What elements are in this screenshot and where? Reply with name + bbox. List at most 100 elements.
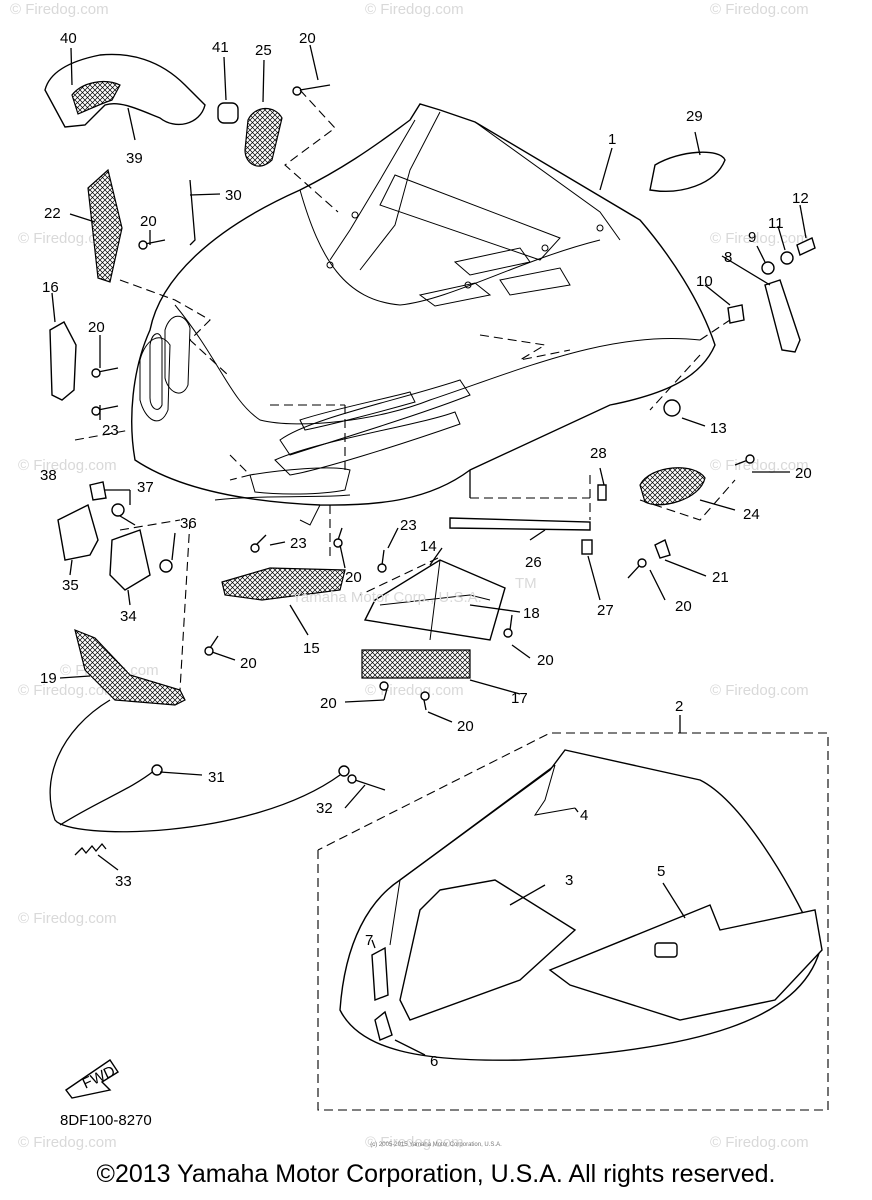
bracket-part-16 (49, 321, 77, 401)
callout-18: 18 (523, 605, 540, 622)
callout-20: 20 (140, 213, 157, 230)
callout-27: 27 (597, 602, 614, 619)
watermark: © Firedog.com (365, 682, 464, 699)
callout-28: 28 (590, 445, 607, 462)
small-print: (c) 2005-2015 Yamaha Motor Corporation, … (370, 1142, 502, 1148)
callout-20: 20 (320, 695, 337, 712)
vent-cover-part-25 (244, 107, 283, 167)
bolt-part-38 (89, 481, 107, 501)
callout-25: 25 (255, 42, 272, 59)
callout-20: 20 (537, 652, 554, 669)
callout-17: 17 (511, 690, 528, 707)
copyright-notice: ©2013 Yamaha Motor Corporation, U.S.A. A… (96, 1160, 776, 1188)
callout-20: 20 (457, 718, 474, 735)
panel-part-22 (87, 168, 123, 283)
watermark: © Firedog.com (710, 1, 809, 18)
clip-part-27 (581, 539, 593, 555)
watermark: © Firedog.com (710, 682, 809, 699)
callout-38: 38 (40, 467, 57, 484)
callout-22: 22 (44, 205, 61, 222)
diagram-code: 8DF100-8270 (60, 1112, 152, 1129)
watermark: © Firedog.com (10, 1, 109, 18)
callout-41: 41 (212, 39, 229, 56)
callout-32: 32 (316, 800, 333, 817)
callout-20: 20 (88, 319, 105, 336)
callout-23: 23 (400, 517, 417, 534)
bracket-part-34 (109, 529, 151, 591)
duct-part-40 (44, 53, 206, 128)
watermark: © Firedog.com (710, 230, 809, 247)
callout-12: 12 (792, 190, 809, 207)
callout-36: 36 (180, 515, 197, 532)
callout-20: 20 (675, 598, 692, 615)
bushing-part-9 (761, 261, 775, 275)
callout-5: 5 (657, 863, 665, 880)
callout-20: 20 (795, 465, 812, 482)
watermark: © Firedog.com (18, 457, 117, 474)
watermark: © Firedog.com (18, 1134, 117, 1151)
grommet-part-13 (663, 399, 681, 417)
watermark: © Firedog.com (18, 230, 117, 247)
callout-13: 13 (710, 420, 727, 437)
callout-3: 3 (565, 872, 573, 889)
callout-20: 20 (299, 30, 316, 47)
nut-part-36 (159, 559, 173, 573)
watermark: © Firedog.com (710, 1134, 809, 1151)
callout-7: 7 (365, 932, 373, 949)
callout-33: 33 (115, 873, 132, 890)
liner-part-5 (548, 904, 823, 1021)
grill-part-19 (74, 629, 186, 706)
watermark: © Firedog.com (710, 457, 809, 474)
bolt-part-12 (796, 237, 816, 256)
middle-watermark: Yamaha Motor Corp., U.S.A. (292, 589, 482, 606)
vent-part-15 (221, 567, 346, 601)
callout-20: 20 (345, 569, 362, 586)
bracket-part-8 (764, 279, 801, 353)
callout-26: 26 (525, 554, 542, 571)
washer-part-37 (111, 503, 125, 517)
callout-21: 21 (712, 569, 729, 586)
leader-lines (51, 44, 807, 871)
callout-6: 6 (430, 1053, 438, 1070)
callout-2: 2 (675, 698, 683, 715)
cable-part-33 (49, 699, 341, 833)
vent-part-24 (639, 467, 706, 506)
watermark: © Firedog.com (365, 1134, 464, 1151)
callout-34: 34 (120, 608, 137, 625)
callout-23: 23 (102, 422, 119, 439)
middle-tm: TM (515, 575, 537, 592)
callout-19: 19 (40, 670, 57, 687)
callout-20: 20 (240, 655, 257, 672)
callout-30: 30 (225, 187, 242, 204)
callout-9: 9 (748, 229, 756, 246)
washer-part-11 (780, 251, 794, 265)
spring-part-33 (74, 842, 107, 856)
hood-assembly (131, 103, 716, 526)
bracket-part-35 (57, 503, 99, 561)
callout-31: 31 (208, 769, 225, 786)
access-hatch (654, 942, 678, 958)
callout-23: 23 (290, 535, 307, 552)
watermark: © Firedog.com (365, 1, 464, 18)
fwd-arrow-icon: FWD (65, 1059, 119, 1099)
strip-part-26 (449, 517, 591, 531)
screw-part-28 (597, 484, 607, 501)
callout-37: 37 (137, 479, 154, 496)
lower-cover-assembly (317, 715, 829, 1111)
callout-4: 4 (580, 807, 588, 824)
bracket-part-7 (371, 946, 389, 1001)
grill-part-17 (361, 649, 471, 679)
callout-39: 39 (126, 150, 143, 167)
liner-part-3 (399, 879, 577, 1021)
watermark: © Firedog.com (18, 910, 117, 927)
callouts: 1 2 3 4 5 6 7 8 9 10 11 12 13 14 15 16 1… (40, 30, 812, 1070)
callout-1: 1 (608, 131, 616, 148)
duct-mesh (71, 81, 121, 115)
callout-11: 11 (768, 215, 784, 232)
clip-part-31 (151, 764, 163, 776)
callout-24: 24 (743, 506, 760, 523)
bracket-part-6 (374, 1010, 393, 1041)
rivets (91, 84, 755, 711)
callout-40: 40 (60, 30, 77, 47)
